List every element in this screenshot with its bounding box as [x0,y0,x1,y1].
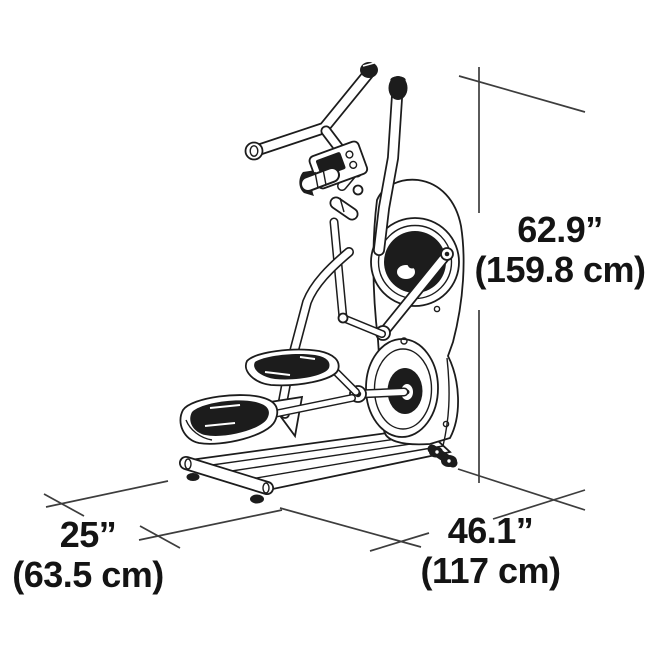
height-metric-value: (159.8 cm) [474,249,646,290]
height-dimension-lines [458,67,586,483]
length-inches-value: 46.1” [447,510,534,551]
lower-flywheel [365,337,439,438]
length-dimension-lines [279,468,586,552]
lower-pedal [179,394,356,445]
upper-pedal [245,348,360,396]
console [299,140,369,221]
front-stabilizer-bar [179,456,274,504]
depth-inches-value: 25” [59,514,117,555]
length-dimension-label: 46.1” (117 cm) [398,511,583,591]
length-metric-value: (117 cm) [420,550,561,591]
right-handlebar [373,76,408,256]
height-inches-value: 62.9” [517,209,603,250]
width-dimension-lines [43,480,283,549]
mast-tube [329,217,348,323]
rear-foot [427,444,458,468]
height-dimension-label: 62.9” (159.8 cm) [462,210,658,290]
elliptical-machine [179,62,465,504]
depth-dimension-label: 25” (63.5 cm) [2,515,174,595]
depth-metric-value: (63.5 cm) [12,554,164,595]
